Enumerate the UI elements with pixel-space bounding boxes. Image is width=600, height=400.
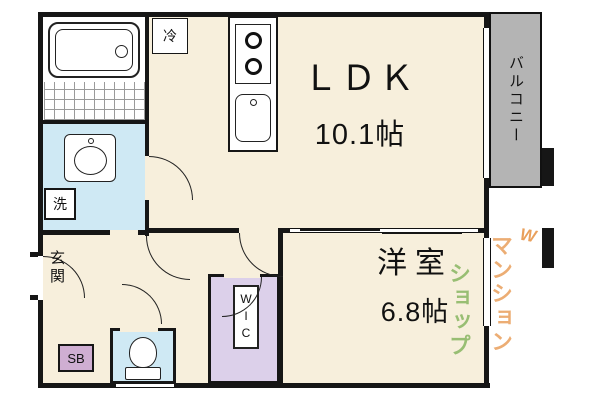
stove-burner-icon	[245, 58, 262, 75]
balcony-label: バルコニー	[507, 55, 524, 145]
entrance-label: 玄関	[48, 250, 65, 286]
refrigerator-space-box: 冷	[152, 18, 188, 54]
kitchen-faucet-icon	[250, 99, 257, 106]
window	[483, 238, 491, 326]
shoe-box: SB	[58, 344, 94, 372]
refrigerator-label: 冷	[163, 28, 177, 44]
bathtub-drain-icon	[115, 45, 128, 58]
western-room-label: 洋室 6.8帖	[330, 238, 500, 329]
wall	[283, 228, 290, 233]
wall	[38, 300, 43, 388]
shoe-box-label: SB	[67, 350, 85, 366]
wall	[278, 228, 283, 386]
bathroom-tiles	[44, 82, 145, 120]
wall	[484, 178, 489, 238]
sliding-door-panel	[300, 229, 380, 231]
wall	[478, 228, 484, 233]
bathtub	[48, 22, 140, 78]
toilet-bowl	[129, 337, 157, 368]
door-opening	[224, 273, 260, 278]
ldk-name: ＬＤＫ	[302, 59, 417, 98]
ldk-room-label: ＬＤＫ 10.1帖	[255, 50, 465, 153]
western-room-name: 洋室	[377, 247, 453, 280]
wall	[38, 120, 148, 124]
kitchen-sink	[235, 94, 271, 142]
western-room-size: 6.8帖	[380, 297, 450, 327]
laundry-label: 洗	[53, 196, 67, 212]
exterior-wall-stub	[542, 228, 554, 268]
wall	[38, 383, 490, 388]
door-opening	[120, 328, 158, 332]
wall	[484, 12, 489, 28]
wash-basin-bowl	[74, 146, 107, 175]
bathtub-inner	[55, 29, 133, 71]
laundry-space-box: 洗	[44, 188, 76, 220]
wash-basin-faucet-icon	[88, 138, 94, 144]
stove	[235, 24, 271, 84]
ldk-size: 10.1帖	[314, 119, 406, 151]
balcony: バルコニー	[489, 12, 542, 188]
wall	[145, 12, 149, 156]
wash-basin	[64, 134, 116, 182]
wall	[38, 12, 43, 256]
wall	[38, 12, 490, 17]
wall	[145, 200, 149, 236]
entry-door-jamb	[30, 252, 38, 257]
exterior-wall-stub	[542, 148, 554, 186]
toilet-room	[110, 328, 176, 384]
stove-burner-icon	[245, 32, 262, 49]
wall	[38, 230, 110, 235]
kitchen-counter	[228, 16, 278, 152]
wall	[138, 230, 149, 235]
entry-door-jamb	[30, 295, 38, 300]
sliding-door-panel	[382, 232, 462, 234]
toilet-tank	[125, 367, 161, 380]
wall	[484, 326, 489, 388]
watermark-mark: W	[518, 224, 538, 247]
wall	[149, 228, 239, 233]
